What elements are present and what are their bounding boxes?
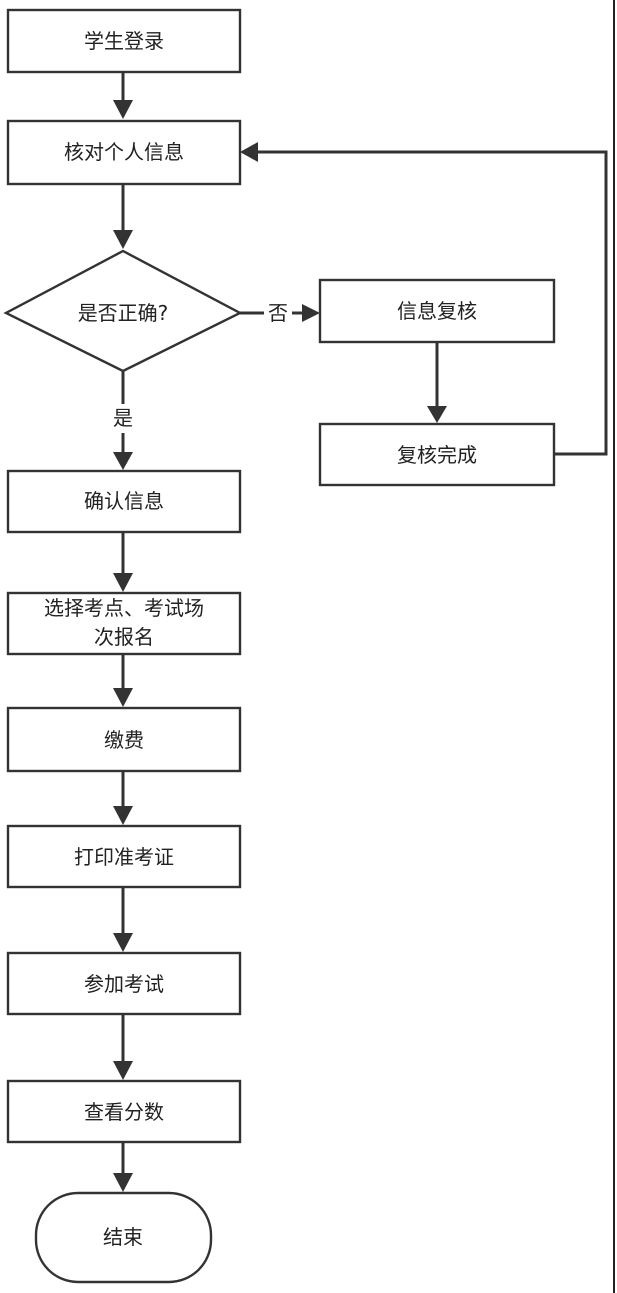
node-review-done: 复核完成 xyxy=(318,422,556,487)
edge-pay-to-print xyxy=(113,771,133,825)
node-login: 学生登录 xyxy=(6,8,242,74)
edge-verify-to-decision xyxy=(113,184,133,249)
node-decision-label: 是否正确? xyxy=(78,301,169,325)
edge-print-to-exam xyxy=(113,887,133,952)
node-select-label-line2: 次报名 xyxy=(94,625,154,649)
node-print: 打印准考证 xyxy=(6,824,242,889)
edge-select-to-pay xyxy=(113,654,133,707)
node-select-label-line1: 选择考点、考试场 xyxy=(44,596,204,620)
node-verify: 核对个人信息 xyxy=(6,119,242,186)
node-review-label: 信息复核 xyxy=(397,299,477,323)
node-print-label: 打印准考证 xyxy=(74,845,174,869)
node-verify-label: 核对个人信息 xyxy=(64,140,184,164)
node-exam: 参加考试 xyxy=(6,951,242,1016)
node-pay-label: 缴费 xyxy=(104,728,144,752)
node-score: 查看分数 xyxy=(6,1079,242,1144)
edge-score-to-end xyxy=(113,1142,133,1192)
node-select: 选择考点、考试场 次报名 xyxy=(6,591,242,656)
node-confirm-label: 确认信息 xyxy=(84,489,164,513)
edge-no-label: 否 xyxy=(268,301,288,325)
node-confirm: 确认信息 xyxy=(6,469,242,534)
node-end-label: 结束 xyxy=(103,1225,143,1249)
node-end: 结束 xyxy=(34,1191,213,1284)
node-exam-label: 参加考试 xyxy=(84,972,164,996)
node-review: 信息复核 xyxy=(318,278,556,344)
edge-yes-label: 是 xyxy=(113,406,133,430)
edge-decision-to-confirm xyxy=(113,371,133,470)
edge-review-done-to-verify xyxy=(240,142,608,456)
edge-confirm-to-select xyxy=(113,532,133,592)
edge-exam-to-score xyxy=(113,1014,133,1080)
node-login-label: 学生登录 xyxy=(84,29,164,53)
edge-review-to-review-done xyxy=(427,343,447,423)
edge-login-to-verify xyxy=(113,72,133,119)
edge-decision-to-review xyxy=(240,304,320,322)
node-decision: 是否正确? xyxy=(3,249,243,373)
node-score-label: 查看分数 xyxy=(84,1100,164,1124)
node-pay: 缴费 xyxy=(6,706,242,773)
node-review-done-label: 复核完成 xyxy=(397,443,477,467)
